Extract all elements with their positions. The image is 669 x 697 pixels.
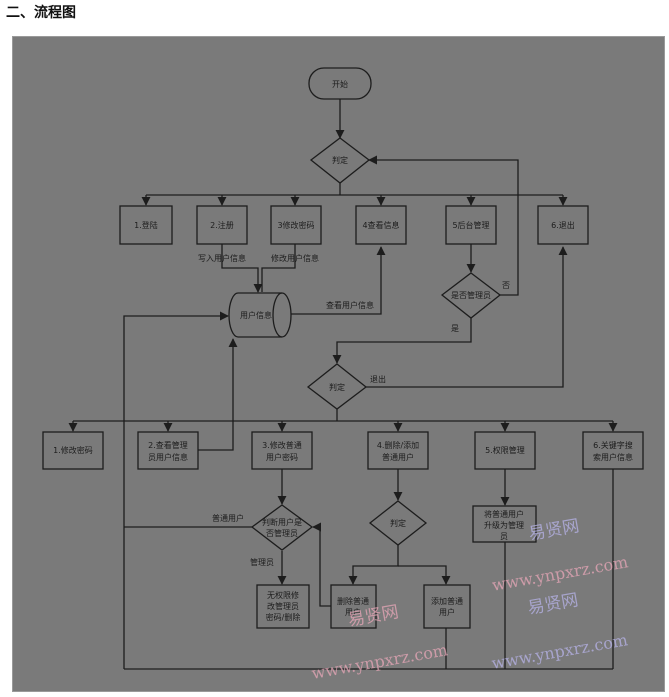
node-add-user: 添加普通 用户	[423, 584, 471, 629]
svg-text:5.权限管理: 5.权限管理	[485, 445, 525, 455]
node-delete-user: 删除普通 用户	[330, 584, 377, 629]
start-node: 开始	[308, 67, 372, 100]
decision-judge-user-admin: 判断用户是 否管理员	[250, 504, 314, 551]
svg-text:索用户信息: 索用户信息	[593, 452, 633, 462]
svg-text:否管理员: 否管理员	[266, 528, 298, 538]
watermark-3: 易贤网 www.ynpxrz.com	[490, 590, 629, 673]
decision-judge-2: 判定	[306, 363, 368, 410]
svg-text:员用户信息: 员用户信息	[148, 452, 188, 462]
svg-text:用户信息: 用户信息	[240, 310, 272, 320]
svg-text:将普通用户: 将普通用户	[484, 509, 524, 519]
svg-text:易贤网: 易贤网	[526, 590, 580, 619]
svg-text:3.修改普通: 3.修改普通	[262, 440, 302, 450]
svg-text:是否管理员: 是否管理员	[451, 290, 491, 300]
svg-text:升级为管理: 升级为管理	[484, 520, 524, 530]
svg-text:5后台管理: 5后台管理	[452, 220, 489, 230]
svg-text:员: 员	[500, 532, 508, 541]
svg-text:判断用户是: 判断用户是	[262, 517, 302, 527]
svg-text:判定: 判定	[332, 155, 348, 165]
svg-text:无权限修: 无权限修	[267, 590, 299, 600]
edge-label-view-user: 查看用户信息	[326, 300, 374, 310]
svg-text:www.ynpxrz.com: www.ynpxrz.com	[491, 552, 630, 595]
svg-text:3修改密码: 3修改密码	[277, 220, 314, 230]
svg-text:用户密码: 用户密码	[266, 452, 298, 462]
node-no-permission: 无权限修 改管理员 密码/删除	[256, 584, 310, 629]
svg-text:1.修改密码: 1.修改密码	[53, 445, 93, 455]
svg-text:用户: 用户	[439, 607, 455, 617]
node-change-password: 3修改密码	[270, 205, 322, 245]
edge-label-write-user: 写入用户信息	[198, 253, 246, 263]
svg-text:6.关键字搜: 6.关键字搜	[593, 440, 633, 450]
edge-label-exit: 退出	[370, 374, 386, 384]
svg-text:1.登陆: 1.登陆	[134, 220, 158, 230]
node-m1-change-password: 1.修改密码	[42, 431, 104, 470]
node-register: 2.注册	[196, 205, 248, 245]
edges	[68, 99, 618, 670]
section-heading: 二、流程图	[6, 5, 76, 21]
decision-judge-3: 判定	[368, 500, 428, 546]
svg-text:普通用户: 普通用户	[382, 452, 414, 462]
svg-text:添加普通: 添加普通	[431, 596, 463, 606]
decision-is-admin: 是否管理员	[440, 272, 502, 319]
node-m2-view-admin-info: 2.查看管理 员用户信息	[137, 431, 199, 470]
svg-text:密码/删除: 密码/删除	[266, 612, 301, 622]
svg-text:www.ynpxrz.com: www.ynpxrz.com	[490, 630, 629, 673]
svg-text:www.ynpxrz.com: www.ynpxrz.com	[310, 640, 449, 683]
svg-text:开始: 开始	[332, 79, 348, 89]
svg-text:4.删除/添加: 4.删除/添加	[377, 440, 419, 450]
node-upgrade-to-admin: 将普通用户 升级为管理 员	[472, 505, 537, 543]
node-login: 1.登陆	[119, 205, 173, 245]
svg-text:2.注册: 2.注册	[210, 220, 234, 230]
edge-label-modify-user: 修改用户信息	[271, 253, 319, 263]
node-m6-keyword-search: 6.关键字搜 索用户信息	[582, 431, 644, 470]
svg-text:改管理员: 改管理员	[267, 601, 299, 611]
flowchart-frame	[12, 36, 665, 692]
node-m4-delete-add-user: 4.删除/添加 普通用户	[367, 431, 429, 470]
svg-text:2.查看管理: 2.查看管理	[148, 440, 188, 450]
svg-text:删除普通: 删除普通	[337, 596, 369, 606]
user-database-node: 用户信息	[228, 292, 292, 338]
svg-text:4查看信息: 4查看信息	[362, 220, 399, 230]
node-admin: 5后台管理	[445, 205, 497, 245]
edge-label-yes: 是	[451, 324, 459, 333]
node-m3-change-user-password: 3.修改普通 用户密码	[251, 431, 313, 470]
svg-text:6.退出: 6.退出	[551, 220, 575, 230]
decision-judge-1: 判定	[309, 137, 371, 184]
svg-text:判定: 判定	[390, 518, 406, 528]
svg-text:判定: 判定	[329, 382, 345, 392]
node-view-info: 4查看信息	[355, 205, 407, 245]
node-m5-permission: 5.权限管理	[474, 431, 536, 470]
edge-label-no: 否	[502, 281, 510, 290]
edge-label-normal-user: 普通用户	[212, 513, 244, 523]
svg-text:用户: 用户	[345, 607, 361, 617]
node-exit: 6.退出	[537, 205, 589, 245]
edge-label-admin: 管理员	[250, 557, 274, 567]
